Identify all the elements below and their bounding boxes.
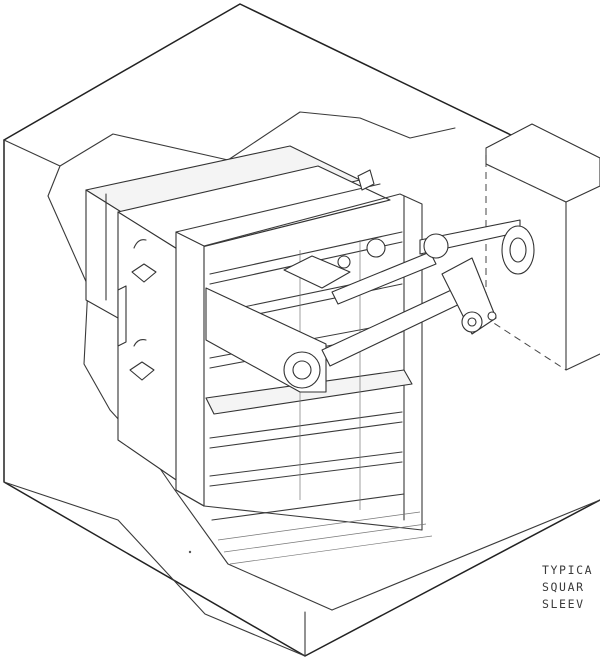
jackshaft xyxy=(419,219,535,335)
caption-line-3: SLEEV xyxy=(542,597,585,611)
linkage-assembly xyxy=(205,169,469,393)
frame-front-jamb xyxy=(175,231,205,507)
clip-lower-plate xyxy=(129,361,155,381)
wall-block xyxy=(3,3,600,657)
caption-line-1: TYPICA xyxy=(542,563,594,577)
cutaway-lower-edge xyxy=(3,481,306,657)
jackshaft-coupling xyxy=(423,233,449,259)
damper-blade-7 xyxy=(211,493,405,521)
actuator-hub-inner xyxy=(509,237,527,263)
sleeve-floor-stripes xyxy=(217,511,433,565)
bolt-head xyxy=(487,311,497,321)
frame-stop-tab xyxy=(357,169,375,191)
frame-rim xyxy=(175,183,381,233)
wall-top-edge xyxy=(3,3,600,179)
clip-upper-hook xyxy=(133,239,147,249)
wall-outline xyxy=(3,139,600,657)
cutaway-left-edge xyxy=(47,165,333,611)
actuator-crank-pin-inner xyxy=(467,317,477,327)
cutaway-top-edge xyxy=(3,111,456,167)
mounting-clips xyxy=(117,239,157,381)
damper-frame xyxy=(85,145,423,531)
clip-upper-plate xyxy=(131,263,157,283)
actuator-box-side xyxy=(565,201,600,371)
linkage-bushing xyxy=(366,238,386,258)
frame-inner-left xyxy=(117,211,183,485)
retaining-angle xyxy=(117,285,127,347)
clip-lower-hook xyxy=(133,339,147,347)
opening-bottom-edge xyxy=(331,499,600,611)
linkage-pivot xyxy=(337,255,351,269)
damper-blade-5 xyxy=(209,411,403,449)
actuator-box-hidden-top xyxy=(485,163,567,203)
connecting-rod-upper xyxy=(331,251,437,305)
sleeve-floor xyxy=(188,511,433,565)
frame-bottom-corner xyxy=(175,489,205,507)
frame-bottom-rail xyxy=(203,505,423,531)
caption-line-2: SQUAR xyxy=(542,580,585,594)
linkage-bracket xyxy=(283,255,351,289)
damper-blade-6 xyxy=(209,451,403,487)
actuator-box-top xyxy=(485,123,600,203)
debris-dot xyxy=(188,550,192,554)
crank-hub-inner xyxy=(292,360,312,380)
frame-back-jamb xyxy=(203,193,423,531)
